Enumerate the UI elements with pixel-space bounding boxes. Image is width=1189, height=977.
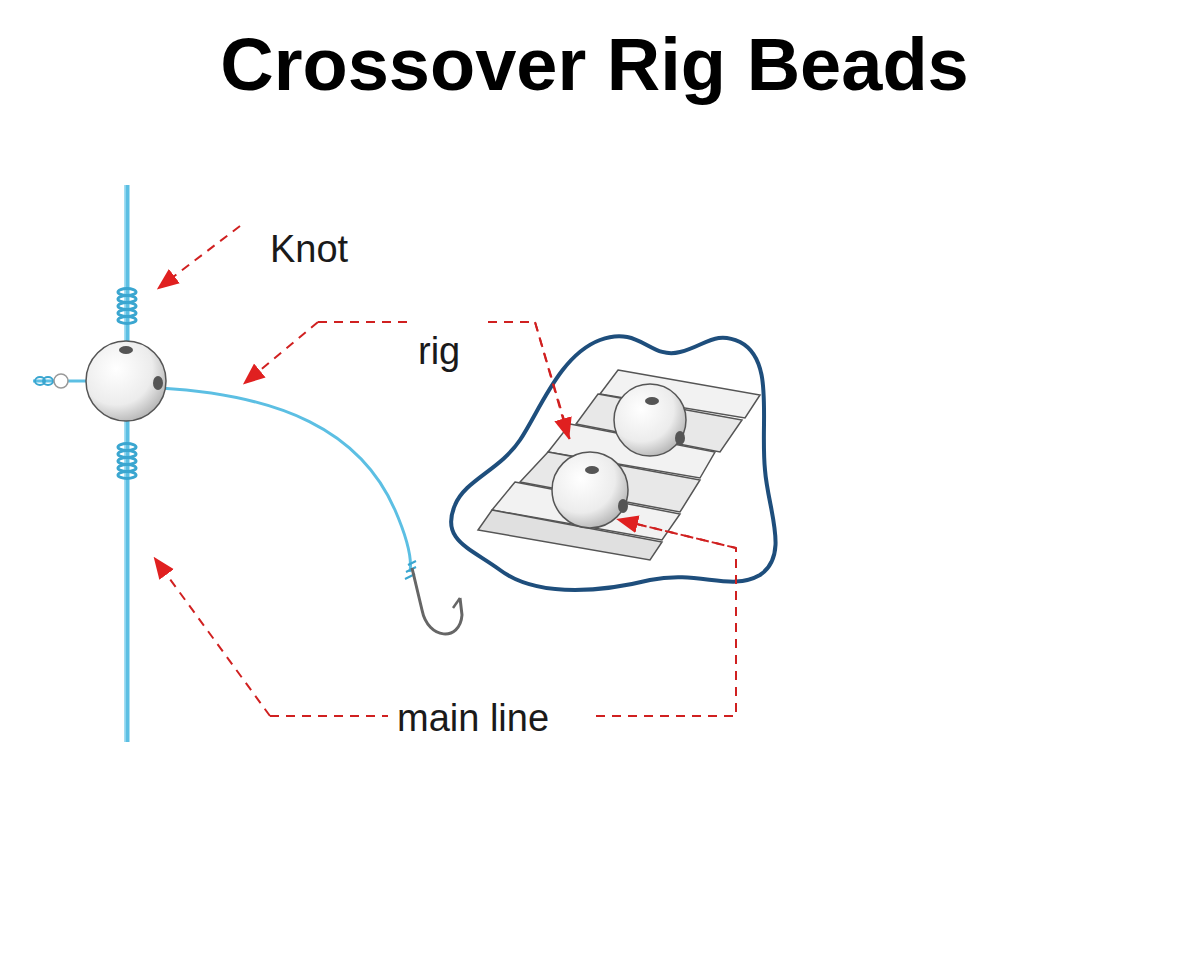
bead-package	[451, 336, 776, 590]
leader-lines	[156, 226, 736, 716]
hook	[405, 561, 462, 634]
crossover-bead	[86, 341, 166, 421]
rig-line	[160, 388, 410, 572]
swivel	[33, 374, 90, 388]
part-label: main line	[393, 697, 553, 740]
part-label: rig	[414, 330, 464, 373]
part-label: Knot	[266, 228, 352, 271]
diagram-title: Crossover Rig Beads	[0, 22, 1189, 107]
